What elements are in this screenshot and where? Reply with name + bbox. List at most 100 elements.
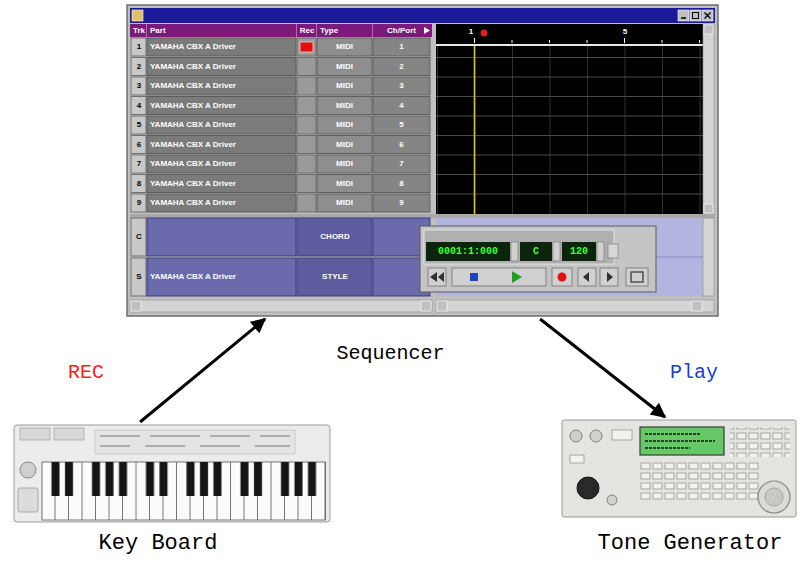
part-name: YAMAHA CBX A Driver [150,77,295,95]
channel-number: 1 [373,38,430,56]
position-display [426,242,510,261]
tempo-display [562,242,596,261]
record-flag [300,42,313,52]
title-bar [130,8,715,23]
column-header: Ch/Port [373,24,430,37]
tone-generator: Tone Generator [562,420,796,517]
display-area [424,230,614,264]
track-row [131,136,430,154]
flow-arrow [540,319,665,417]
part-name: YAMAHA CBX A Driver [150,194,295,212]
channel-number: 7 [373,155,430,173]
transport-panel [420,226,656,292]
button-grid [640,462,760,502]
node-label: Sequencer [95,343,686,365]
knob [590,430,602,442]
scroll-button [692,301,702,311]
key-display [520,242,552,261]
track-row [131,58,430,76]
vertical-scrollbar [703,24,714,214]
minimize-button [678,10,689,21]
measure-number: 5 [620,25,630,38]
close-button [702,10,713,21]
chord-part-cell [147,218,296,256]
track-number: 1 [131,38,147,56]
channel-number: 9 [373,194,430,212]
scroll-button [437,301,447,311]
track-row [131,97,430,115]
chord-track-number [131,218,146,256]
play-glyph [512,271,522,283]
column-header: Trk [131,24,147,37]
part-name: YAMAHA CBX A Driver [150,97,295,115]
stop-play-button [452,268,546,286]
measure-number: 1 [466,25,476,38]
small-button [570,455,584,463]
lcd-screen [640,427,724,455]
track-row [131,155,430,173]
sequencer-window: Sequencer [127,5,718,316]
track-row [131,116,430,134]
white-keys [42,462,326,520]
black-keys [42,462,326,496]
song-position-line [474,46,476,214]
track-type: MIDI [317,38,372,56]
ruler-ticks [475,38,700,43]
lcd-content [645,434,715,448]
track-row [131,38,430,56]
loop-glyph [631,272,643,282]
node-label: Tone Generator [573,532,800,556]
window-icon [132,10,143,21]
header-row [130,24,432,37]
control-panel [95,430,295,454]
track-graph [436,46,703,214]
channel-number: 5 [373,116,430,134]
edge-label: Play [670,362,718,384]
part-name: YAMAHA CBX A Driver [150,258,295,296]
track-type: MIDI [317,194,372,212]
track-letter: C [131,218,147,256]
panel-markings [100,436,290,446]
pitch-control [18,488,38,512]
track-number: 5 [131,116,147,134]
scroll-button [704,204,713,213]
stop-glyph [470,273,478,281]
track-grid-rows [436,58,703,195]
tone-generator-body [562,420,796,517]
track-type: MIDI [317,58,372,76]
track-type: MIDI [317,155,372,173]
maximize-button [690,10,701,21]
track-grid [437,46,703,214]
ruler [436,24,703,44]
forward-button [600,268,618,286]
rewind-measure-button [578,268,596,286]
channel-number: 4 [373,97,430,115]
horizontal-scrollbar [436,300,714,312]
track-row [131,194,430,212]
volume-knob [20,462,36,478]
track-number: 4 [131,97,147,115]
close-glyph [705,13,711,19]
track-row [131,77,430,95]
track-letter: S [131,258,147,296]
track-number: 3 [131,77,147,95]
track-type: MIDI [317,77,372,95]
forward-glyph [607,272,613,282]
track-number: 2 [131,58,147,76]
track-number: 6 [131,136,147,154]
record-glyph [558,273,567,282]
part-name: YAMAHA CBX A Driver [150,38,295,56]
track-number: 8 [131,175,147,193]
knob [570,430,582,442]
chord-type-cell [297,218,372,256]
track-type: MIDI [317,97,372,115]
knob [607,495,617,505]
header-dividers [147,24,373,37]
button-grid [730,427,790,457]
rewind-button [428,268,446,286]
channel-number: 8 [373,175,430,193]
track-type: CHORD [297,218,373,256]
